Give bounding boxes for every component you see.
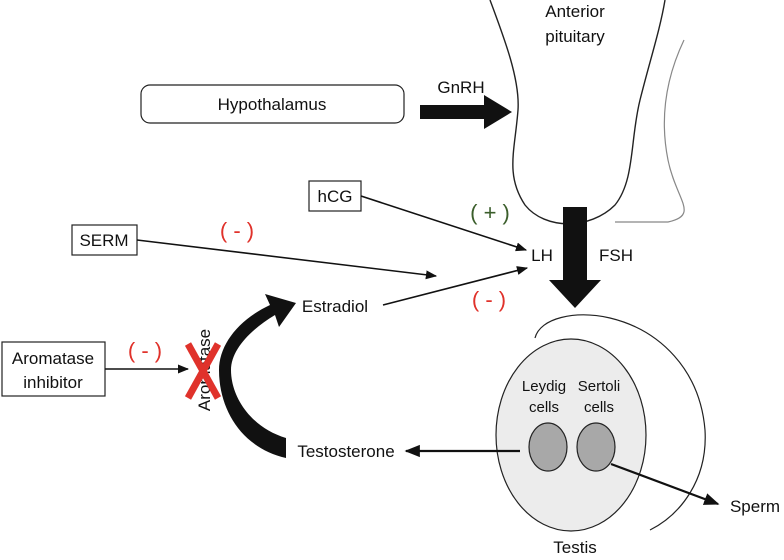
serm-to-lh-arrow [136,239,438,280]
leydig-cell [528,422,568,472]
estradiol-negative-sign: ( - ) [472,287,506,312]
testis-label: Testis [553,538,596,557]
aromatase-conversion-arc [219,294,296,458]
aromatase-inhibitor-label-1: Aromatase [12,349,94,368]
gnrh-label: GnRH [437,78,484,97]
sperm-label: Sperm [730,497,780,516]
aromatase-inhibitor-label-2: inhibitor [23,373,83,392]
posterior-pituitary-outline [615,39,685,223]
hcg-box [308,180,362,212]
sertoli-cells-label-1: Sertoli [578,378,621,395]
lh-label: LH [531,246,553,265]
sertoli-cell [576,422,616,472]
leydig-cells-label-2: cells [529,399,559,416]
epididymis-outline [534,314,706,531]
sertoli-cells-label-2: cells [584,399,614,416]
hypothalamus-box [140,84,405,124]
hcg-positive-sign: ( + ) [470,200,510,225]
sertoli-to-sperm-arrow [610,462,720,506]
serm-negative-sign: ( - ) [220,218,254,243]
pituitary-to-testis-arrow [549,207,601,308]
hcg-to-lh-arrow [360,195,528,252]
gnrh-arrow [420,95,512,129]
leydig-cells-label-1: Leydig [522,378,566,395]
anterior-pituitary-label-2: pituitary [545,27,605,46]
estradiol-label: Estradiol [302,297,368,316]
hypothalamus-label: Hypothalamus [218,95,327,114]
aromatase-inhibitor-negative-sign: ( - ) [128,338,162,363]
testosterone-label: Testosterone [297,442,394,461]
estradiol-to-lh-arrow [382,266,529,306]
hcg-label: hCG [318,187,353,206]
serm-label: SERM [79,231,128,250]
testis-body [495,338,647,532]
anterior-pituitary-label-1: Anterior [545,2,605,21]
fsh-label: FSH [599,246,633,265]
aromatase-block-x-icon [184,342,222,400]
